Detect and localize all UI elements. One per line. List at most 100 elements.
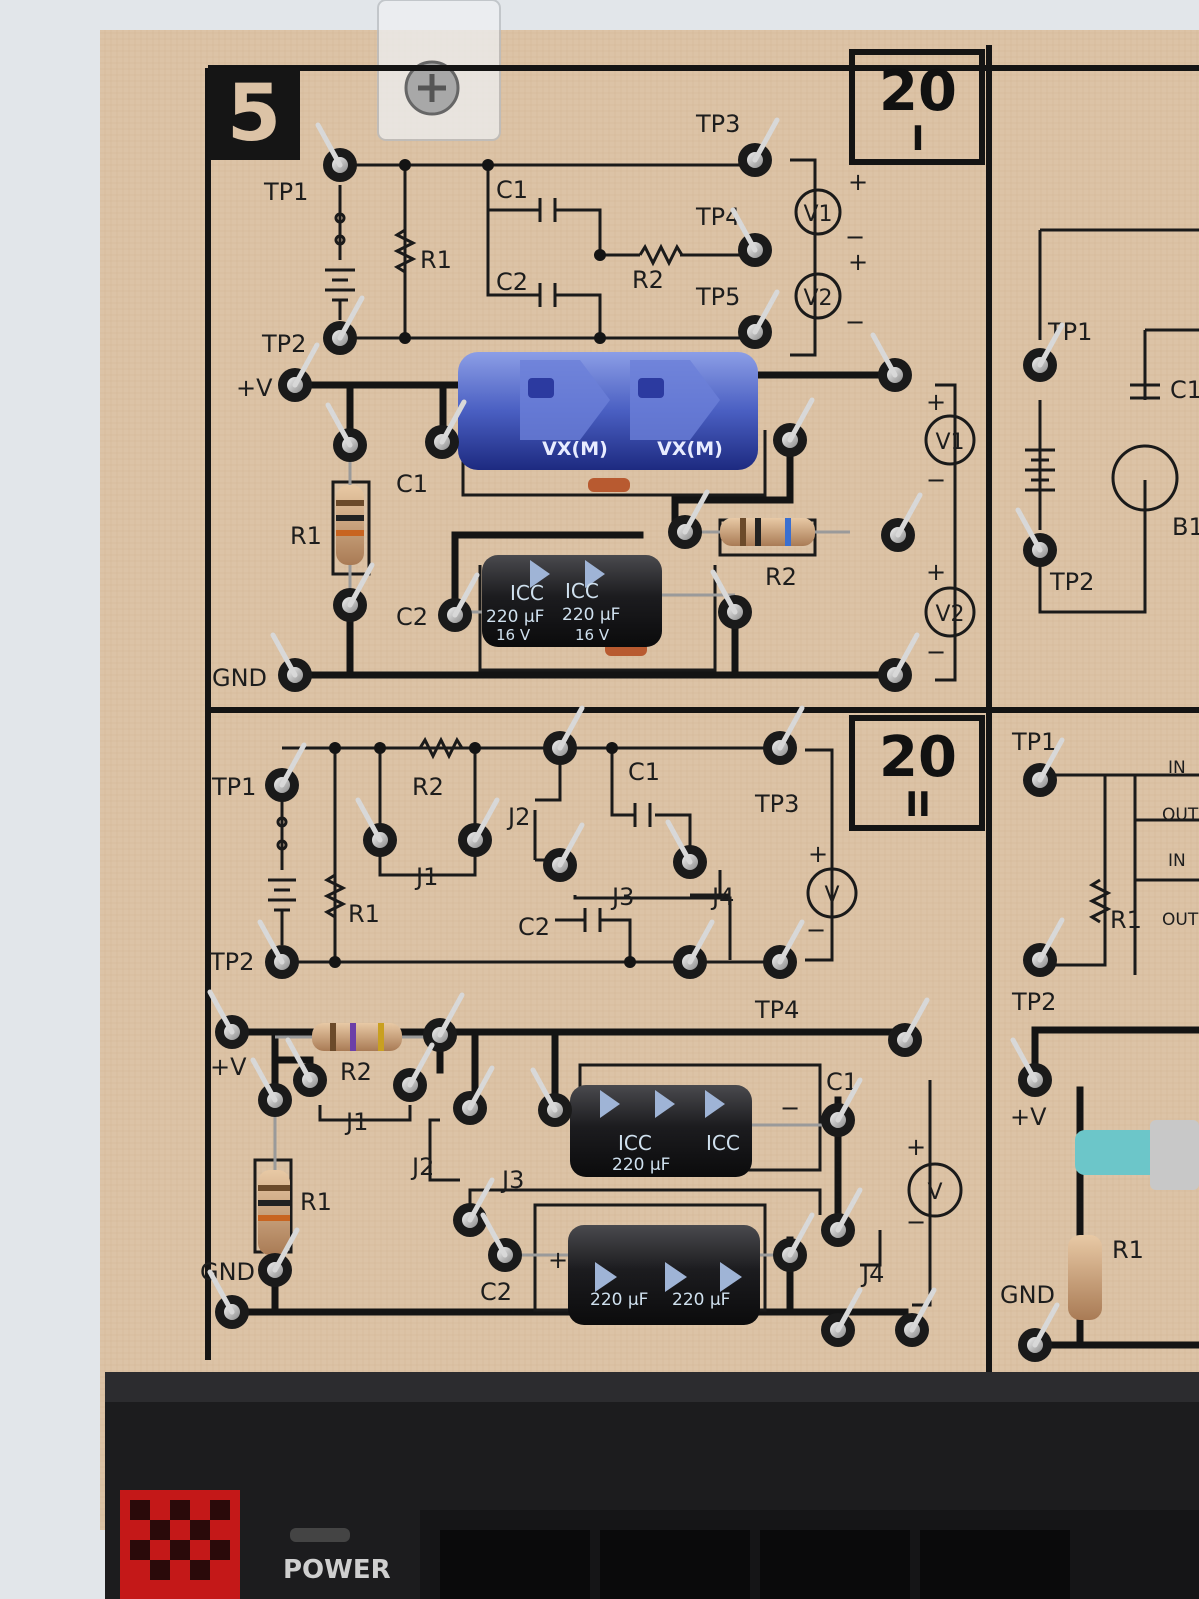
experiment-part-2: II [905, 785, 930, 825]
test-point-lead [467, 1177, 495, 1223]
test-points [207, 117, 1065, 1362]
tp3-label-2: TP3 [754, 790, 799, 818]
test-point-lead [730, 207, 758, 253]
svg-text:−: − [806, 916, 826, 944]
experiment-number-2: 20 [879, 725, 957, 790]
svg-text:B1: B1 [1172, 513, 1199, 541]
svg-text:IN: IN [1168, 758, 1186, 778]
svg-text:J1: J1 [344, 1108, 368, 1136]
test-point-lead [777, 705, 805, 751]
test-point-lead [437, 992, 465, 1038]
resistor-r1-2 [258, 1170, 290, 1255]
resistor-r1-1 [336, 485, 364, 565]
svg-text:C1: C1 [496, 176, 528, 204]
tp2-label-2: TP2 [209, 948, 254, 976]
test-point-lead [752, 117, 780, 163]
svg-text:+: + [808, 840, 828, 868]
svg-text:16 V: 16 V [496, 626, 531, 644]
power-switch[interactable] [290, 1528, 350, 1542]
experiment-part-1: I [912, 119, 925, 159]
svg-text:220 µF: 220 µF [562, 605, 620, 625]
svg-text:ICC: ICC [510, 581, 544, 605]
svg-text:+: + [926, 388, 946, 416]
svg-text:−: − [780, 1094, 800, 1122]
test-point-lead [355, 797, 383, 843]
svg-text:TP1: TP1 [1011, 728, 1056, 756]
test-point-lead [407, 1042, 435, 1088]
svg-text:−: − [845, 308, 865, 336]
tp5-label-1: TP5 [695, 283, 740, 311]
diode-1 [588, 478, 630, 492]
test-point-lead [285, 1037, 313, 1083]
test-point-lead [710, 569, 738, 615]
gnd-label-1: GND [212, 664, 267, 692]
module-number-box [208, 68, 300, 160]
test-point-lead [870, 332, 898, 378]
experiment-number-1: 20 [879, 59, 957, 124]
svg-text:ICC: ICC [618, 1131, 652, 1155]
test-point-lead [557, 705, 585, 751]
tp1-label-2: TP1 [211, 773, 256, 801]
svg-text:−: − [926, 638, 946, 666]
test-point-lead [835, 1077, 863, 1123]
plus-v-label-1: +V [236, 374, 273, 402]
tp4-label-2: TP4 [754, 996, 799, 1024]
svg-text:V2: V2 [935, 602, 964, 627]
test-point-lead [279, 742, 307, 788]
physical-section-1: V1 V2 + − + − +V GND R1 C1 C2 R2 VX(M) V… [212, 352, 976, 692]
test-point-lead [315, 122, 343, 168]
svg-text:220 µF: 220 µF [486, 607, 544, 627]
lamp-b1-symbol [1111, 444, 1179, 512]
tp3-label-1: TP3 [695, 110, 740, 138]
svg-text:+: + [906, 1133, 926, 1161]
svg-text:ICC: ICC [565, 579, 599, 603]
test-point-lead [207, 1269, 235, 1315]
svg-text:IN: IN [1168, 851, 1186, 871]
test-point-lead [250, 1057, 278, 1103]
test-point-lead [1037, 322, 1065, 368]
test-point-lead [480, 1212, 508, 1258]
teal-component [1075, 1130, 1170, 1175]
test-point-lead [787, 397, 815, 443]
test-point-lead [909, 1287, 937, 1333]
svg-text:220 µF: 220 µF [672, 1290, 730, 1310]
svg-text:R2: R2 [632, 266, 664, 294]
svg-text:R2: R2 [412, 773, 444, 801]
svg-text:C2: C2 [518, 913, 550, 941]
capacitor-c2-black [482, 555, 662, 647]
schematic-section-2: V + − TP1 TP2 TP3 TP4 R2 R1 C1 C2 J1 J2 … [209, 736, 858, 1024]
svg-text:J2: J2 [410, 1153, 434, 1181]
test-point-lead [337, 295, 365, 341]
svg-text:C2: C2 [480, 1278, 512, 1306]
svg-text:−: − [845, 223, 865, 251]
svg-text:220 µF: 220 µF [612, 1155, 670, 1175]
svg-text:V1: V1 [803, 202, 832, 227]
test-point-lead [472, 797, 500, 843]
test-point-lead [1010, 1037, 1038, 1083]
test-point-lead [467, 1065, 495, 1111]
svg-text:+: + [926, 558, 946, 586]
test-point-lead [325, 402, 353, 448]
test-point-lead [207, 989, 235, 1035]
test-point-lead [257, 919, 285, 965]
right-partial-section: TP1 TP2 C1 B1 TP1 TP2 R1 IN OUT IN OUT +… [1000, 228, 1199, 1349]
test-point-lead [892, 632, 920, 678]
resistor-r2-2 [312, 1023, 402, 1051]
test-point-lead [1032, 1302, 1060, 1348]
svg-text:−: − [906, 1208, 926, 1236]
test-point-lead [1015, 507, 1043, 553]
schematic-section-1: V1 V2 + − + − TP1 TP2 TP3 TP4 TP5 C1 C2 … [261, 110, 868, 358]
resistor-r1-right [1068, 1235, 1102, 1320]
experiment-box-2 [849, 715, 985, 831]
svg-text:R1: R1 [300, 1188, 332, 1216]
svg-text:R2: R2 [340, 1058, 372, 1086]
voltmeter-symbol-2 [806, 867, 858, 919]
svg-text:GND: GND [1000, 1281, 1055, 1309]
svg-text:J3: J3 [500, 1166, 524, 1194]
test-point-lead [777, 919, 805, 965]
test-point-lead [292, 342, 320, 388]
svg-text:J3: J3 [610, 883, 634, 911]
capacitor-c2-black-2 [568, 1225, 760, 1325]
test-point-lead [895, 492, 923, 538]
